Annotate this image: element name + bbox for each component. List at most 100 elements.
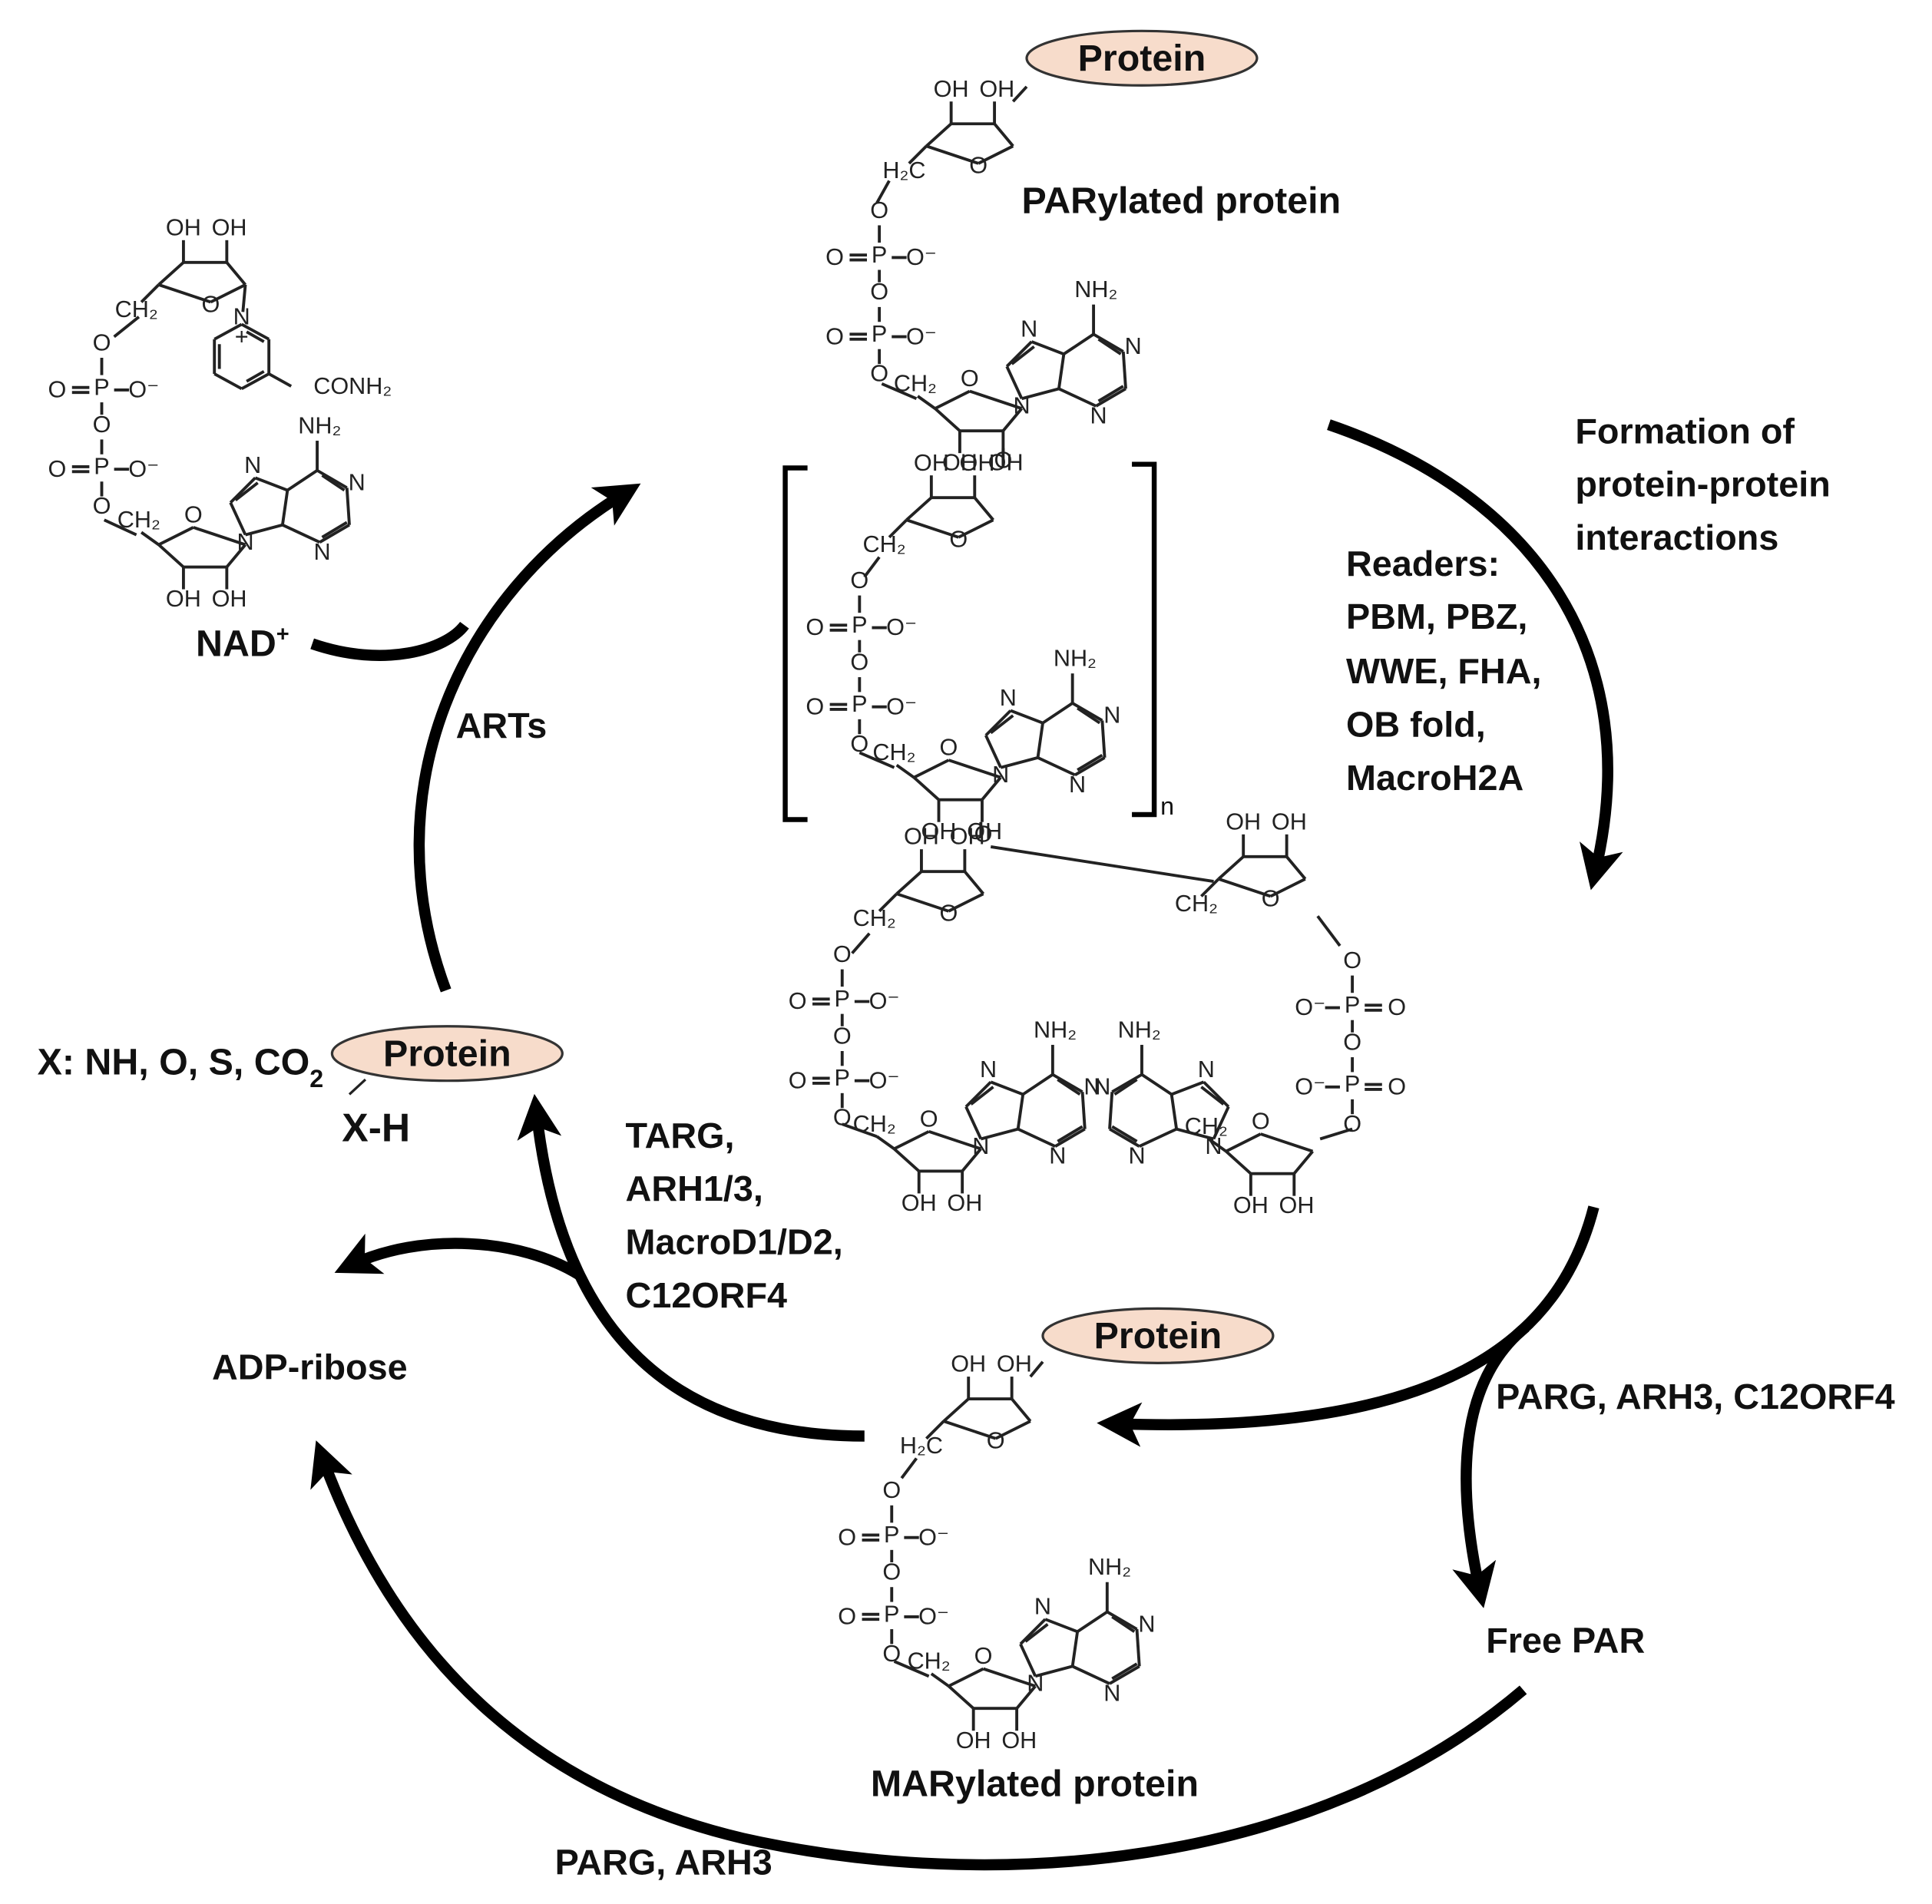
parg-arh3-c12orf4-label: PARG, ARH3, C12ORF4 [1496,1377,1895,1416]
oxygen-label: O [806,614,824,640]
oxygen-label: O [850,567,868,593]
phosphorus-label: P [884,1601,899,1627]
hydroxyl-label: OH [212,586,247,612]
bond [234,481,259,501]
oxygen-label: O [48,377,67,403]
protein-top: Protein [1025,29,1259,87]
readers-line-2: WWE, FHA, [1346,651,1541,691]
protein-top-label: Protein [1078,38,1206,79]
bond [240,372,270,391]
bond [321,521,348,539]
oxygen-label: O [882,1641,901,1667]
bond [916,395,936,410]
bond [1011,1397,1032,1423]
methylene-label: CH₂ [863,531,906,557]
bond [158,283,211,304]
bond [1217,855,1245,881]
bond [984,709,1012,737]
bond [878,892,898,913]
bond [1005,340,1033,368]
bond [268,372,293,388]
bond [981,776,1002,801]
nitrogen-label: N [1027,1671,1044,1697]
targ-line-2: ARH1/3, [626,1169,763,1208]
bond [970,1086,994,1106]
nitrogen-label: N [233,303,250,329]
oxyanion-label: O⁻ [869,1067,900,1093]
charge-label: + [235,323,249,349]
bond [958,518,994,539]
bond [913,759,950,779]
bond [1070,1631,1080,1667]
bond [316,469,348,489]
x-h-label: X-H [342,1106,410,1150]
ring-oxygen: O [961,365,979,392]
bond [1106,1610,1138,1631]
oxygen-label: O [870,197,888,223]
adp-ribose-arrow [334,1233,583,1281]
bond [1041,702,1074,725]
bond [925,122,952,147]
bond [225,544,247,568]
ring-oxygen: O [949,527,968,553]
ring-oxygen: O [940,735,958,761]
readers-line-3: OB fold, [1346,704,1486,744]
hydroxyl-label: OH [979,76,1014,102]
nitrogen-label: N [1125,333,1142,359]
bond [964,1106,983,1140]
bond [1080,1092,1087,1129]
bond [319,524,350,544]
bond [229,501,247,536]
bond [1200,1086,1225,1106]
hydroxyl-label: OH [956,1727,991,1754]
hydroxyl-label: OH [904,824,939,850]
oxyanion-label: O⁻ [918,1604,949,1630]
hydroxyl-label: OH [1226,808,1261,835]
marylated-protein-label: MARylated protein [871,1764,1199,1805]
readers-label-group: Readers: PBM, PBZ, WWE, FHA, OB fold, Ma… [1346,544,1541,798]
protein-middle-label: Protein [383,1033,511,1074]
par-to-mar-arrow [1097,1205,1600,1447]
parg-arh3-label: PARG, ARH3 [555,1842,772,1882]
readers-line-1: PBM, PBZ, [1346,597,1527,636]
methylene-label: H₂C [882,157,925,183]
oxygen-label: O [93,329,111,355]
bond [1170,1080,1205,1096]
bond [1058,387,1097,408]
hydroxyl-label: OH [951,1351,986,1377]
phosphorus-label: P [835,986,850,1012]
hydroxyl-label: OH [934,76,969,102]
bond [969,389,1023,410]
bond [157,544,185,568]
bond [280,490,289,525]
nitrogen-label: N [1103,702,1120,729]
bond [1010,709,1044,725]
bond [1135,1628,1141,1667]
oxyanion-label: O⁻ [906,323,937,349]
bond [345,488,351,525]
bond [1057,353,1066,389]
bond [1036,722,1044,759]
bond [990,714,1014,735]
bond [858,751,895,769]
bond [948,759,1001,779]
amine-label: NH₂ [1088,1554,1131,1580]
bond [1292,1150,1314,1175]
hydroxyl-label: OH [166,214,201,240]
bond [1200,878,1220,897]
nitrogen-label: N [1000,685,1017,711]
oxygen-label: O [1343,1111,1361,1137]
oxygen-label: O [789,988,807,1014]
nitrogen-label: N [1093,1073,1110,1099]
bond [1203,1080,1230,1108]
oxygen-label: O [994,448,1012,474]
bond [875,1135,895,1150]
bond [994,1420,1031,1440]
